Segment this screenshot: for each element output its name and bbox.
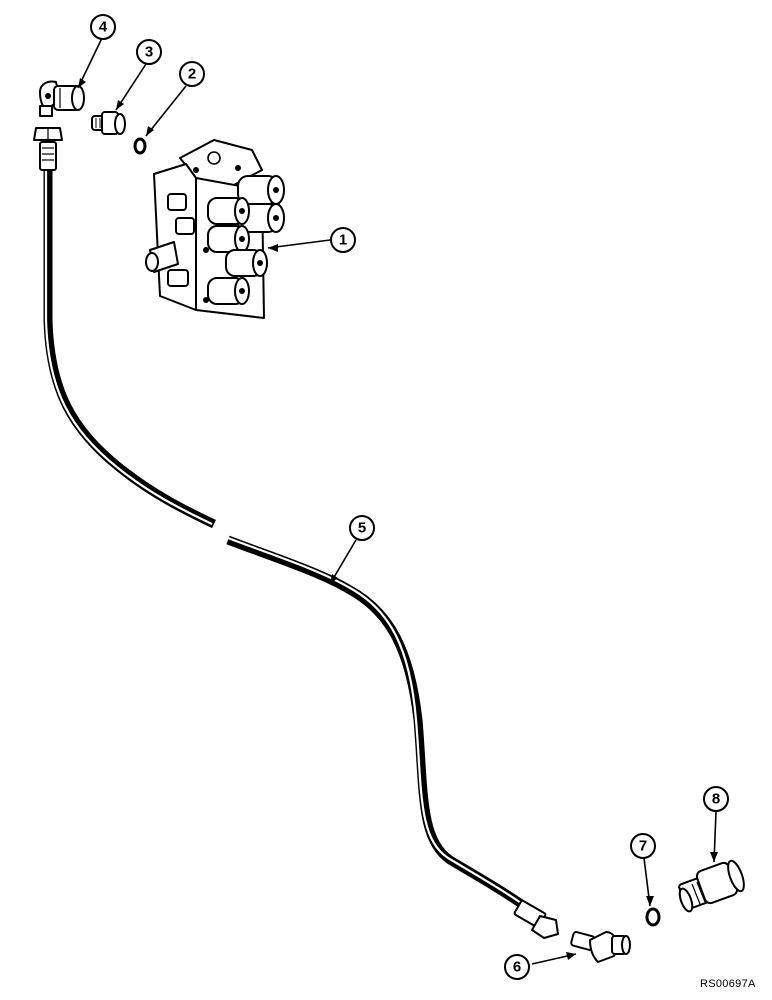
hose — [43, 168, 533, 914]
hose-end-fitting-lower — [513, 899, 559, 939]
svg-text:3: 3 — [145, 44, 153, 61]
svg-text:8: 8 — [712, 791, 720, 808]
svg-text:6: 6 — [513, 959, 521, 976]
callout-5: 5 — [349, 515, 375, 541]
svg-text:5: 5 — [358, 520, 366, 537]
straight-adapter — [91, 111, 126, 135]
callout-7: 7 — [630, 833, 656, 859]
leader-lines — [77, 37, 718, 965]
svg-text:1: 1 — [339, 232, 347, 249]
callout-6: 6 — [504, 954, 530, 980]
callout-4: 4 — [90, 14, 116, 40]
hose-end-fitting-upper — [33, 127, 63, 171]
callout-1: 1 — [330, 227, 356, 253]
callout-2: 2 — [179, 61, 205, 87]
svg-text:7: 7 — [639, 838, 647, 855]
svg-text:2: 2 — [188, 66, 196, 83]
svg-text:4: 4 — [99, 19, 108, 36]
callout-3: 3 — [136, 39, 162, 65]
callout-8: 8 — [703, 786, 729, 812]
o-ring-upper — [133, 137, 147, 155]
elbow-fitting-lower — [570, 931, 631, 963]
quick-coupler — [678, 859, 745, 913]
control-valve — [145, 139, 285, 319]
reference-code: RS00697A — [700, 978, 756, 990]
o-ring-lower — [645, 907, 661, 927]
elbow-fitting — [39, 80, 85, 117]
